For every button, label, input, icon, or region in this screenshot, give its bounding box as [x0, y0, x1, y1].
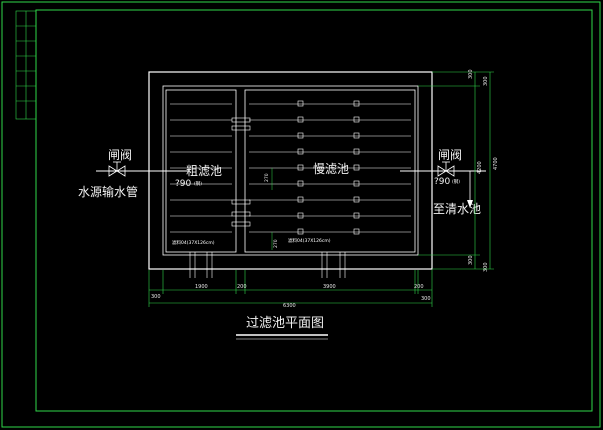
coarse-filter-size: ?90: [175, 179, 192, 189]
left-title-strip: [15, 10, 37, 120]
inner-dims: 270 270: [264, 168, 279, 250]
right-dimension-line: [418, 71, 494, 270]
dim-right-5: 300: [483, 262, 489, 272]
dim-total: 6300: [283, 303, 296, 309]
drawing-title: 过滤池平面图: [246, 316, 324, 331]
gate-valve-left-icon: [108, 165, 118, 177]
coarse-filter-label: 粗滤池: [186, 164, 222, 178]
wall-pipes: [231, 117, 251, 227]
gate-valve-left-label: 闸阀: [108, 148, 132, 162]
dim-right-3: 4200: [477, 161, 483, 174]
vertical-dim-2: 270: [273, 239, 279, 248]
dim-bottom-1: 300: [151, 294, 161, 300]
inlet-pipe-label: 水源输水管: [78, 184, 138, 199]
dim-right-4: 300: [468, 255, 474, 265]
outlet-pipe-note: (钢): [452, 178, 460, 185]
dim-right-1: 300: [468, 69, 474, 79]
coarse-media-note: 滤料04(37X126cm): [172, 239, 215, 246]
dim-right-total: 4700: [493, 157, 499, 170]
distribution-nodes: [297, 100, 360, 235]
bottom-dimension-line: [148, 270, 433, 307]
bottom-outlets: [189, 252, 346, 278]
gate-valve-right-icon: [437, 165, 447, 177]
inlet-assembly: [96, 161, 188, 177]
coarse-filter-pipe-note: (钢): [194, 180, 202, 187]
outlet-assembly: [400, 161, 486, 208]
gate-valve-right-label: 闸阀: [438, 148, 462, 162]
dim-bottom-3: 200: [237, 284, 247, 290]
dim-bottom-4: 3900: [323, 284, 336, 290]
dim-bottom-5: 200: [414, 284, 424, 290]
inner-frame: [35, 9, 593, 412]
outlet-destination-label: 至清水池: [433, 202, 481, 216]
dim-bottom-6: 300: [421, 296, 431, 302]
outlet-size-label: ?90: [434, 177, 451, 187]
dim-bottom-2: 1900: [195, 284, 208, 290]
slow-filter-label: 慢滤池: [313, 162, 349, 176]
filter-lines: [170, 103, 411, 233]
slow-media-note: 滤料04(37X126cm): [288, 237, 331, 244]
vertical-dim-1: 270: [264, 173, 270, 182]
dim-right-2: 300: [483, 76, 489, 86]
